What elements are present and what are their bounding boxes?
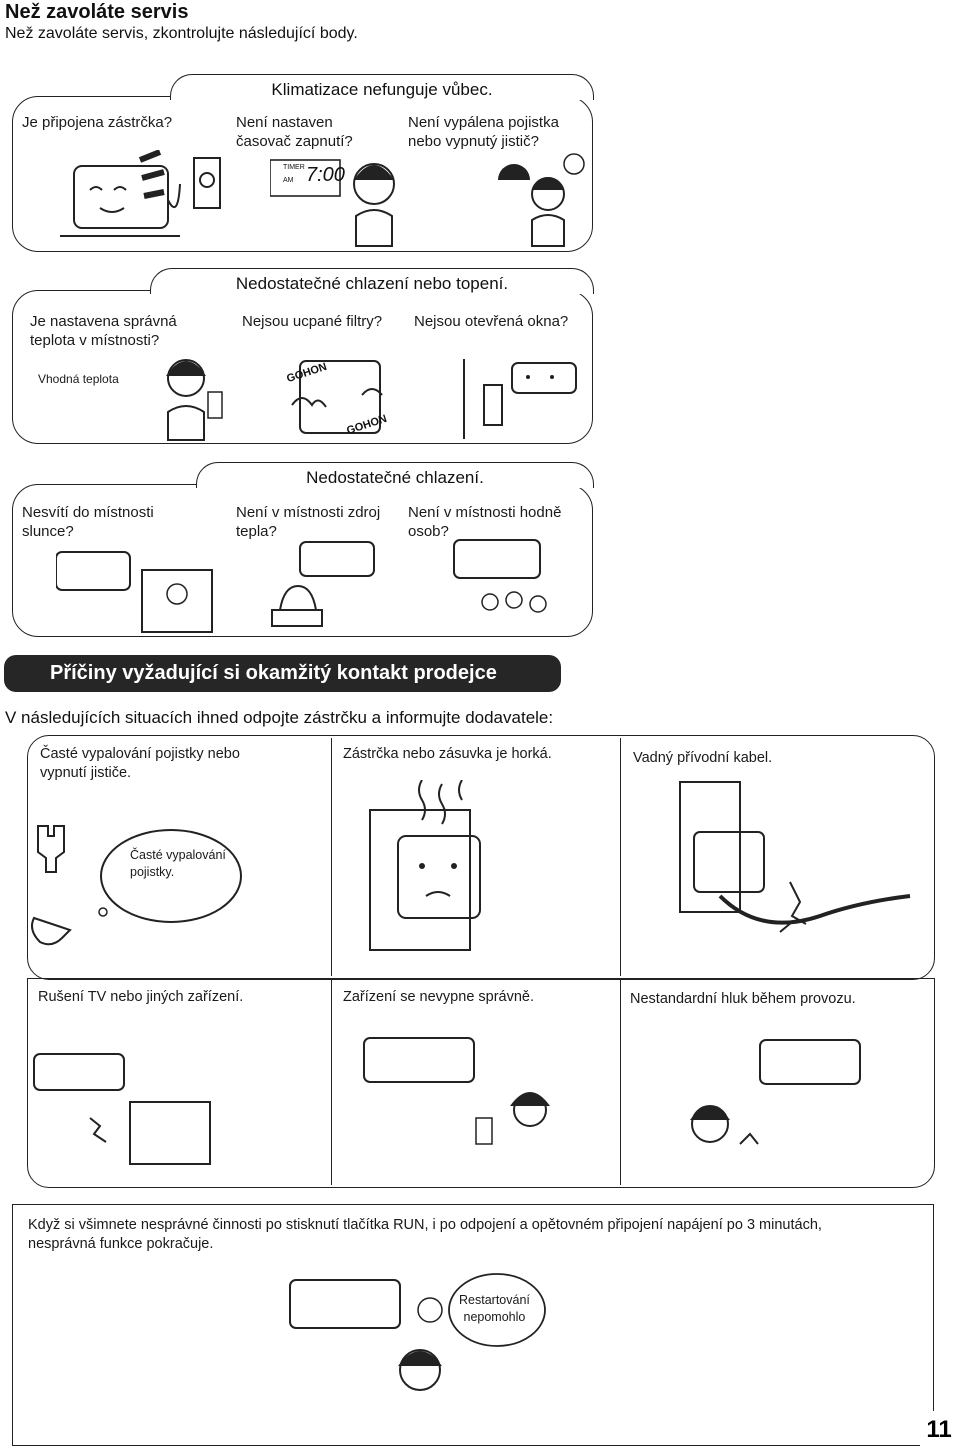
- section-no-operation-title: Klimatizace nefunguje vůbec.: [170, 74, 594, 100]
- timer-label-top: TIMER: [283, 164, 305, 171]
- many-people-illustration: [450, 538, 570, 634]
- hot-plug-illustration: [362, 780, 502, 970]
- check-plug: Je připojena zástrčka?: [22, 114, 173, 131]
- tv-interference-illustration: [30, 1048, 220, 1166]
- check-many-people: Není v místnosti hodně osob?: [408, 504, 562, 540]
- timer-label-bottom: AM: [283, 177, 294, 184]
- bubble-fuse-text: Časté vypalování pojistky.: [130, 848, 226, 879]
- urgent-panel-top: [27, 735, 935, 980]
- ac-unit-plug-illustration: [60, 150, 230, 246]
- restart-panel: [12, 1204, 934, 1446]
- urgent-panel-bottom: [27, 978, 935, 1188]
- divider-vertical: [620, 738, 622, 976]
- remote-control-girl-illustration: [360, 1030, 560, 1180]
- urgent-intro: V následujících situacích ihned odpojte …: [5, 708, 554, 727]
- section-poor-cooling-title: Nedostatečné chlazení.: [196, 462, 594, 488]
- urgent-banner: Příčiny vyžadující si okamžitý kontakt p…: [4, 655, 561, 692]
- timer-girl-illustration: TIMER AM 7:00: [270, 150, 410, 248]
- fuse-girl-illustration: [480, 150, 590, 248]
- section-poor-cooling-heating-title: Nedostatečné chlazení nebo topení.: [150, 268, 594, 294]
- check-sunlight: Nesvítí do místnosti slunce?: [22, 504, 154, 540]
- issue-fuse-tripping: Časté vypalování pojistky nebo vypnutí j…: [40, 746, 240, 781]
- restart-bubble-text: Restartování nepomohlo: [459, 1293, 530, 1324]
- malfunction-girl-illustration: [270, 1270, 470, 1440]
- sun-window-illustration: [56, 546, 216, 634]
- check-windows: Nejsou otevřená okna?: [414, 313, 569, 330]
- issue-abnormal-noise: Nestandardní hluk během provozu.: [630, 991, 856, 1007]
- restart-bubble: [446, 1270, 548, 1350]
- thought-bubble: [95, 826, 245, 928]
- suitable-temperature-label: Vhodná teplota: [38, 372, 119, 386]
- check-heat-source: Není v místnosti zdroj tepla?: [236, 504, 381, 540]
- check-fuse: Není vypálena pojistka nebo vypnutý jist…: [408, 114, 559, 150]
- issue-wont-turn-off: Zařízení se nevypne správně.: [343, 989, 535, 1005]
- issue-faulty-cable: Vadný přívodní kabel.: [633, 750, 773, 766]
- issue-hot-plug: Zástrčka nebo zásuvka je horká.: [343, 746, 552, 762]
- heat-source-illustration: [268, 540, 378, 630]
- divider-vertical: [331, 738, 333, 976]
- page-title: Než zavoláte servis: [5, 1, 189, 23]
- check-filters: Nejsou ucpané filtry?: [242, 313, 383, 330]
- timer-display: 7:00: [306, 164, 345, 186]
- issue-tv-interference: Rušení TV nebo jiných zařízení.: [38, 989, 244, 1005]
- remote-girl-illustration: [136, 352, 236, 442]
- check-temperature: Je nastavena správná teplota v místnosti…: [30, 313, 177, 349]
- page-subtitle: Než zavoláte servis, zkontrolujte násled…: [5, 25, 358, 42]
- page-number: 11: [920, 1411, 958, 1449]
- clogged-filter-illustration: GOHON GOHON: [282, 355, 400, 443]
- check-timer: Není nastaven časovač zapnutí?: [236, 114, 353, 150]
- faulty-cable-illustration: [670, 772, 920, 972]
- divider-vertical: [620, 980, 622, 1185]
- restart-text: Když si všimnete nesprávné činnosti po s…: [28, 1217, 822, 1252]
- wrench-icon: [28, 822, 72, 952]
- divider-vertical: [331, 980, 333, 1185]
- open-window-illustration: [456, 355, 584, 441]
- noise-girl-illustration: [660, 1024, 920, 1180]
